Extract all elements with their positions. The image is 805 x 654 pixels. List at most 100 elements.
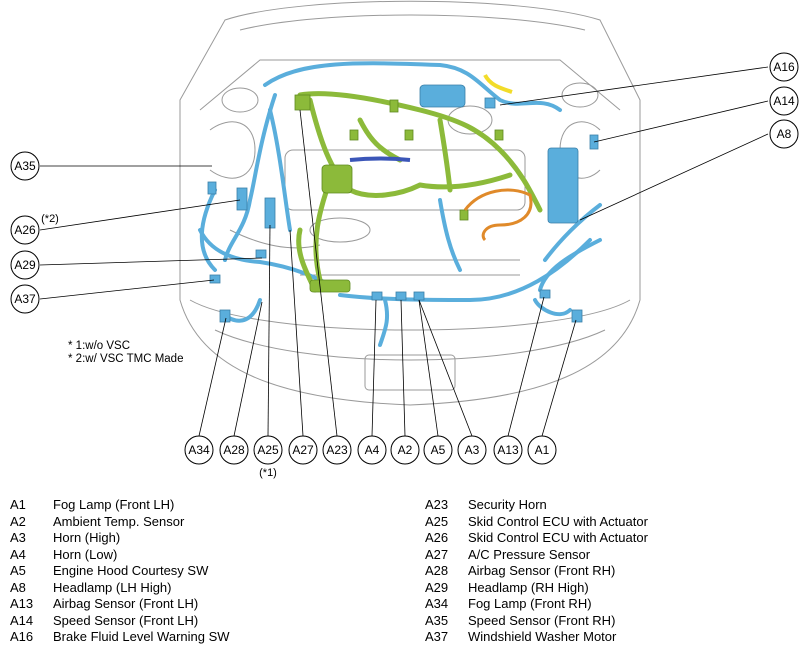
leader-lines bbox=[39, 66, 769, 437]
callout-A8: A8 bbox=[769, 119, 799, 149]
legend-code: A26 bbox=[425, 530, 449, 545]
legend-code: A4 bbox=[10, 546, 26, 562]
legend-name: Fog Lamp (Front RH) bbox=[468, 596, 592, 611]
legend-name: Horn (Low) bbox=[53, 546, 118, 562]
callout-label: A25 bbox=[257, 443, 279, 457]
footnote-2: * 2:w/ VSC TMC Made bbox=[68, 353, 184, 365]
callout-note: (*2) bbox=[41, 213, 59, 225]
legend-name: Fog Lamp (Front LH) bbox=[53, 497, 175, 512]
callout-note: (*1) bbox=[259, 467, 277, 479]
navy-harness bbox=[349, 156, 411, 162]
callout-A16: A16 bbox=[769, 52, 799, 82]
legend-left: A1 Fog Lamp (Front LH) A2 Ambient Temp. Se… bbox=[10, 497, 230, 646]
callout-A28: A28 bbox=[219, 435, 249, 465]
legend-row: A1 Fog Lamp (Front LH) bbox=[10, 497, 230, 514]
callout-A34: A34 bbox=[184, 435, 214, 465]
legend-code: A5 bbox=[10, 563, 26, 578]
legend-code: A28 bbox=[425, 563, 449, 578]
legend-row: A8 Headlamp (LH High) bbox=[10, 580, 230, 597]
legend-row: A34 Fog Lamp (Front RH) bbox=[425, 596, 648, 613]
legend-name: Security Horn bbox=[468, 497, 547, 512]
callout-A35: A35 bbox=[10, 151, 40, 181]
legend-name: Engine Hood Courtesy SW bbox=[53, 563, 209, 578]
callout-label: A8 bbox=[777, 127, 792, 141]
legend-code: A35 bbox=[425, 612, 449, 628]
legend-code: A34 bbox=[425, 596, 449, 611]
callout-A5: A5 bbox=[423, 435, 453, 465]
callout-A14: A14 bbox=[769, 86, 799, 116]
legend-row: A3 Horn (High) bbox=[10, 530, 230, 547]
callout-label: A13 bbox=[497, 443, 519, 457]
legend-row: A16 Brake Fluid Level Warning SW bbox=[10, 629, 230, 646]
legend-row: A27 A/C Pressure Sensor bbox=[425, 547, 648, 564]
legend-code: A37 bbox=[425, 629, 449, 644]
callout-label: A2 bbox=[398, 443, 413, 457]
callout-A1: A1 bbox=[527, 435, 557, 465]
callout-label: A3 bbox=[465, 443, 480, 457]
callout-label: A5 bbox=[431, 443, 446, 457]
legend-name: A/C Pressure Sensor bbox=[468, 546, 591, 562]
callout-A27: A27 bbox=[288, 435, 318, 465]
legend-code: A29 bbox=[425, 579, 449, 595]
legend-name: Speed Sensor (Front LH) bbox=[53, 612, 199, 628]
legend-row: A28 Airbag Sensor (Front RH) bbox=[425, 563, 648, 580]
callout-label: A34 bbox=[188, 443, 210, 457]
callout-label: A27 bbox=[292, 443, 314, 457]
legend-name: Headlamp (LH High) bbox=[53, 579, 172, 595]
callout-label: A16 bbox=[773, 60, 795, 74]
callout-A3: A3 bbox=[457, 435, 487, 465]
callout-label: A29 bbox=[14, 258, 36, 272]
callout-A23: A23 bbox=[322, 435, 352, 465]
legend-name: Skid Control ECU with Actuator bbox=[468, 530, 648, 545]
legend-code: A25 bbox=[425, 513, 449, 529]
legend-code: A13 bbox=[10, 596, 34, 611]
callout-label: A14 bbox=[773, 94, 795, 108]
callout-label: A26 bbox=[14, 223, 36, 237]
callout-A4: A4 bbox=[357, 435, 387, 465]
legend-row: A13 Airbag Sensor (Front LH) bbox=[10, 596, 230, 613]
orange-harness bbox=[463, 188, 533, 242]
callout-label: A1 bbox=[535, 443, 550, 457]
callout-A29: A29 bbox=[10, 250, 40, 280]
legend-code: A8 bbox=[10, 579, 26, 595]
yellow-harness bbox=[483, 73, 513, 94]
callout-label: A35 bbox=[14, 159, 36, 173]
legend-code: A2 bbox=[10, 513, 26, 529]
legend-code: A27 bbox=[425, 546, 449, 562]
legend-row: A25 Skid Control ECU with Actuator bbox=[425, 514, 648, 531]
legend-name: Brake Fluid Level Warning SW bbox=[53, 629, 230, 644]
engine-bay-drawing: A16 A14 A8 A35 (*2) A26 A29 A37 A34 A28 … bbox=[10, 0, 799, 479]
legend-code: A3 bbox=[10, 530, 26, 545]
legend-row: A26 Skid Control ECU with Actuator bbox=[425, 530, 648, 547]
callout-A37: A37 bbox=[10, 284, 40, 314]
legend-row: A37 Windshield Washer Motor bbox=[425, 629, 648, 646]
callout-label: A23 bbox=[326, 443, 348, 457]
callout-A26: (*2) A26 bbox=[10, 213, 59, 245]
legend-code: A16 bbox=[10, 629, 34, 644]
legend-code: A23 bbox=[425, 497, 449, 512]
legend-row: A23 Security Horn bbox=[425, 497, 648, 514]
legend-row: A5 Engine Hood Courtesy SW bbox=[10, 563, 230, 580]
callout-label: A4 bbox=[365, 443, 380, 457]
legend-row: A4 Horn (Low) bbox=[10, 547, 230, 564]
callout-A2: A2 bbox=[390, 435, 420, 465]
callout-A13: A13 bbox=[493, 435, 523, 465]
legend-name: Ambient Temp. Sensor bbox=[53, 513, 185, 529]
callout-label: A37 bbox=[14, 292, 36, 306]
legend-row: A14 Speed Sensor (Front LH) bbox=[10, 613, 230, 630]
legend-name: Airbag Sensor (Front LH) bbox=[53, 596, 199, 611]
legend-code: A14 bbox=[10, 612, 34, 628]
footnote-1: * 1:w/o VSC bbox=[68, 340, 130, 352]
legend-name: Airbag Sensor (Front RH) bbox=[468, 563, 616, 578]
legend-name: Skid Control ECU with Actuator bbox=[468, 513, 648, 529]
legend-row: A2 Ambient Temp. Sensor bbox=[10, 514, 230, 531]
callout-A25: A25 (*1) bbox=[253, 435, 283, 479]
legend-name: Windshield Washer Motor bbox=[468, 629, 617, 644]
legend-code: A1 bbox=[10, 497, 26, 512]
callout-label: A28 bbox=[223, 443, 245, 457]
legend-name: Horn (High) bbox=[53, 530, 121, 545]
